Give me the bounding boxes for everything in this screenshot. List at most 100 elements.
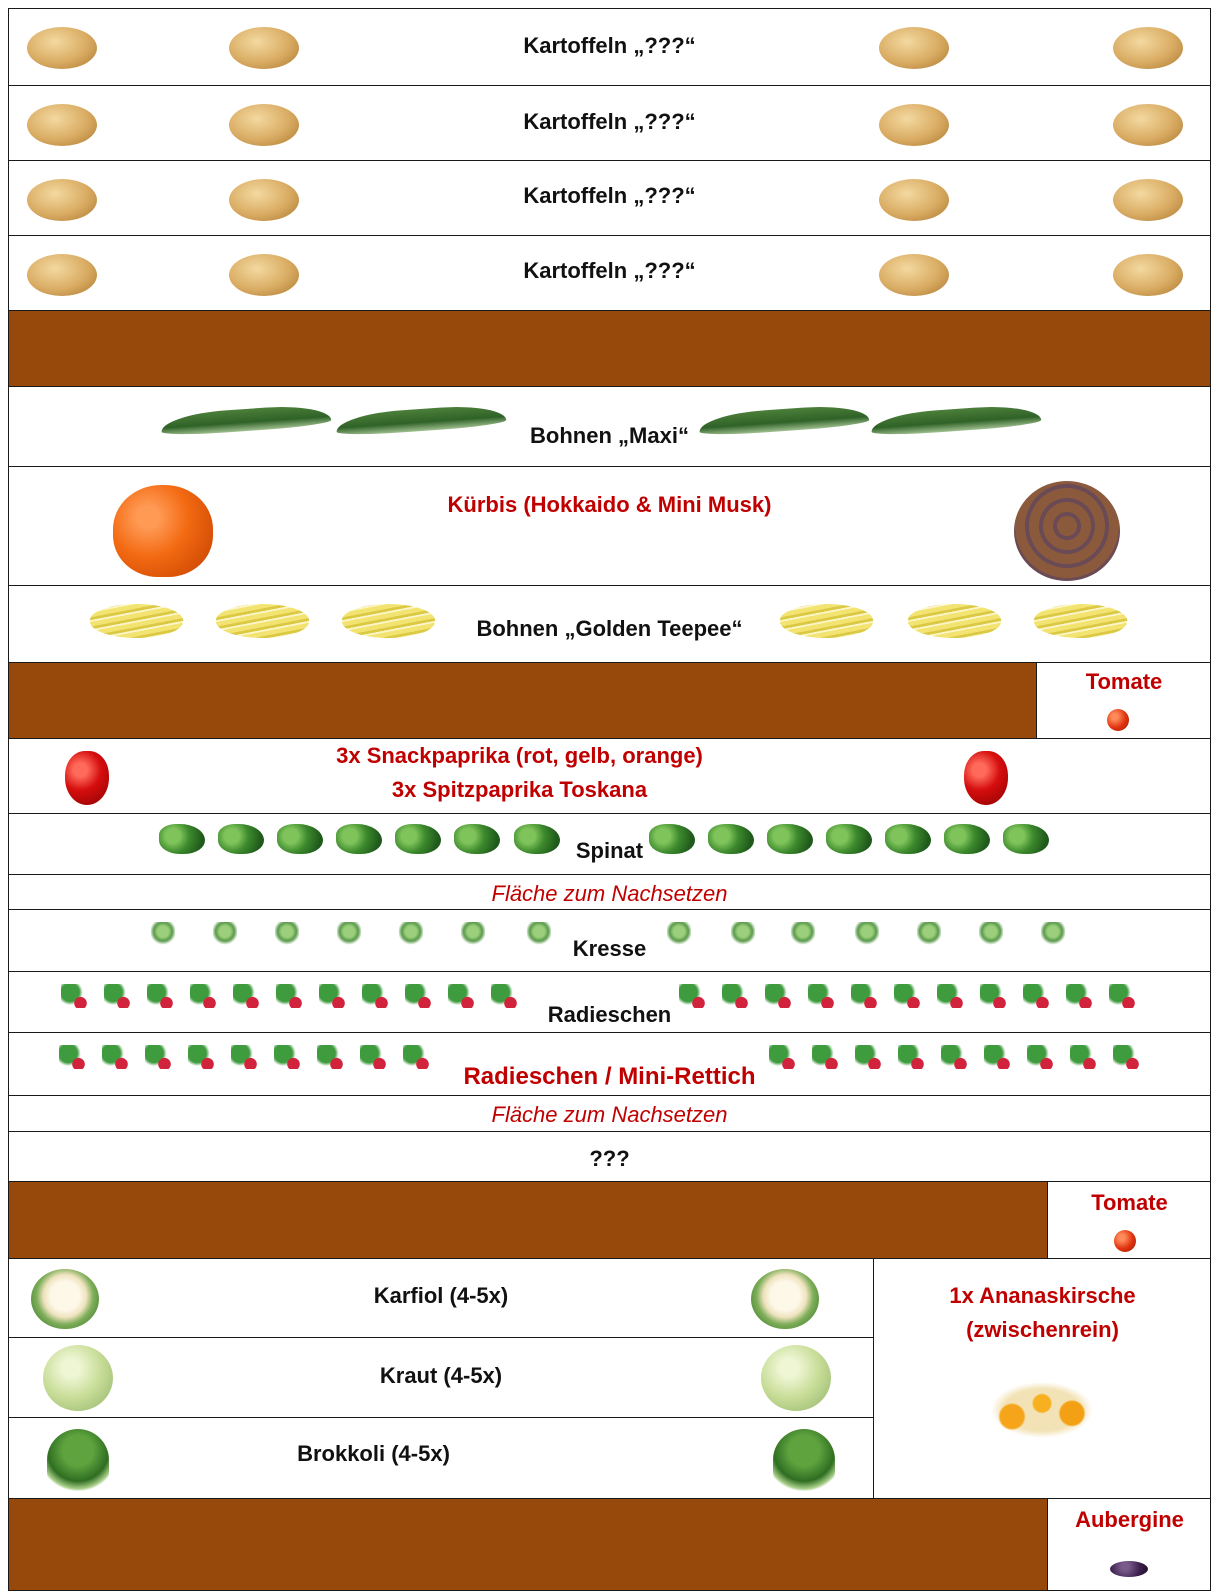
bed-label: Brokkoli (4-5x) (0, 1441, 873, 1467)
spinach-icon (708, 824, 754, 854)
bed-kartoffeln-2: Kartoffeln „???“ (8, 85, 1211, 161)
bed-label: Kartoffeln „???“ (9, 183, 1210, 209)
spinach-icon (649, 824, 695, 854)
eggplant-icon (1110, 1561, 1148, 1577)
bed-label: Kartoffeln „???“ (9, 258, 1210, 284)
radish-icon (722, 984, 748, 1008)
red-pepper-icon (964, 751, 1008, 805)
bed-label: ??? (9, 1146, 1210, 1172)
bed-bohnen-golden: Bohnen „Golden Teepee“ (8, 585, 1211, 663)
bed-ananaskirsche: 1x Ananaskirsche (zwischenrein) (873, 1259, 1211, 1498)
ananaskirsche-line-1: 1x Ananaskirsche (874, 1283, 1211, 1309)
spinach-icon (1003, 824, 1049, 854)
potato-icon (879, 254, 949, 296)
bed-kresse: Kresse (8, 909, 1211, 972)
radish-icon (898, 1045, 924, 1069)
cress-icon (979, 922, 1003, 946)
bed-paprika: 3x Snackpaprika (rot, gelb, orange) 3x S… (8, 738, 1211, 814)
radish-icon (1113, 1045, 1139, 1069)
bed-karfiol: Karfiol (4-5x) (9, 1259, 873, 1338)
radish-icon (765, 984, 791, 1008)
spinach-icon (826, 824, 872, 854)
garden-path-2: Tomate (8, 662, 1211, 739)
radish-icon (980, 984, 1006, 1008)
radish-icon (808, 984, 834, 1008)
bed-nachsetzen-1: Fläche zum Nachsetzen (8, 874, 1211, 910)
cress-icon (791, 922, 815, 946)
potato-icon (1113, 27, 1183, 69)
bed-label: Fläche zum Nachsetzen (9, 881, 1210, 907)
cress-icon (855, 922, 879, 946)
potato-icon (1113, 104, 1183, 146)
ananaskirsche-line-2: (zwischenrein) (874, 1317, 1211, 1343)
bed-label: Kartoffeln „???“ (9, 33, 1210, 59)
potato-icon (879, 104, 949, 146)
garden-path-3: Tomate (8, 1181, 1211, 1259)
garden-path-fill (9, 663, 1036, 738)
potato-icon (1113, 179, 1183, 221)
radish-icon (1070, 1045, 1096, 1069)
radish-icon (1023, 984, 1049, 1008)
spinach-icon (885, 824, 931, 854)
radish-icon (941, 1045, 967, 1069)
tomato-icon (1107, 709, 1129, 731)
aubergine-label: Aubergine (1048, 1507, 1211, 1533)
bed-kartoffeln-4: Kartoffeln „???“ (8, 235, 1211, 311)
radish-icon (769, 1045, 795, 1069)
cress-icon (667, 922, 691, 946)
bed-label: Kresse (9, 936, 1210, 962)
bed-label: Bohnen „Golden Teepee“ (9, 616, 1210, 642)
bed-label: Fläche zum Nachsetzen (9, 1102, 1210, 1128)
garden-path-fill (9, 1182, 1047, 1258)
potato-icon (879, 179, 949, 221)
spinach-icon (944, 824, 990, 854)
garden-path-4: Aubergine (8, 1498, 1211, 1591)
garden-path-1 (8, 310, 1211, 387)
bed-spinat: Spinat (8, 813, 1211, 875)
tomato-icon (1114, 1230, 1136, 1252)
bed-label: Kraut (4-5x) (9, 1363, 873, 1389)
bed-kohl-block: Karfiol (4-5x) Kraut (4-5x) Brokkoli (4-… (8, 1258, 1211, 1499)
cress-icon (1041, 922, 1065, 946)
physalis-icon (982, 1377, 1102, 1443)
paprika-line-1: 3x Snackpaprika (rot, gelb, orange) (0, 743, 1210, 769)
bed-label: Kartoffeln „???“ (9, 109, 1210, 135)
tomato-bed: Tomate (1036, 663, 1211, 738)
bed-kartoffeln-3: Kartoffeln „???“ (8, 160, 1211, 236)
musk-pumpkin-icon (1014, 481, 1120, 581)
cress-icon (917, 922, 941, 946)
bed-radieschen: Radieschen (8, 971, 1211, 1033)
tomato-label: Tomate (1037, 669, 1211, 695)
aubergine-bed: Aubergine (1047, 1499, 1211, 1590)
bed-nachsetzen-2: Fläche zum Nachsetzen (8, 1095, 1211, 1132)
bed-kuerbis: Kürbis (Hokkaido & Mini Musk) (8, 466, 1211, 586)
radish-icon (855, 1045, 881, 1069)
potato-icon (1113, 254, 1183, 296)
cabbage-icon (761, 1345, 831, 1411)
potato-icon (879, 27, 949, 69)
radish-icon (679, 984, 705, 1008)
bed-label: Bohnen „Maxi“ (9, 423, 1210, 449)
radish-icon (894, 984, 920, 1008)
bed-kartoffeln-1: Kartoffeln „???“ (8, 8, 1211, 86)
garden-path-fill (9, 1499, 1047, 1590)
radish-icon (812, 1045, 838, 1069)
bed-brokkoli: Brokkoli (4-5x) (9, 1417, 873, 1498)
radish-icon (984, 1045, 1010, 1069)
radish-icon (1109, 984, 1135, 1008)
bed-kraut: Kraut (4-5x) (9, 1337, 873, 1418)
tomato-bed: Tomate (1047, 1182, 1211, 1258)
cress-icon (731, 922, 755, 946)
bed-radieschen-rettich: Radieschen / Mini-Rettich (8, 1032, 1211, 1096)
radish-icon (937, 984, 963, 1008)
cauliflower-icon (751, 1269, 819, 1329)
radish-icon (1066, 984, 1092, 1008)
bed-unknown: ??? (8, 1131, 1211, 1182)
radish-icon (1027, 1045, 1053, 1069)
paprika-line-2: 3x Spitzpaprika Toskana (0, 777, 1210, 803)
spinach-icon (767, 824, 813, 854)
bed-bohnen-maxi: Bohnen „Maxi“ (8, 386, 1211, 467)
bed-label: Karfiol (4-5x) (9, 1283, 873, 1309)
garden-plan: Kartoffeln „???“ Kartoffeln „???“ Kartof… (8, 8, 1211, 1591)
radish-icon (851, 984, 877, 1008)
